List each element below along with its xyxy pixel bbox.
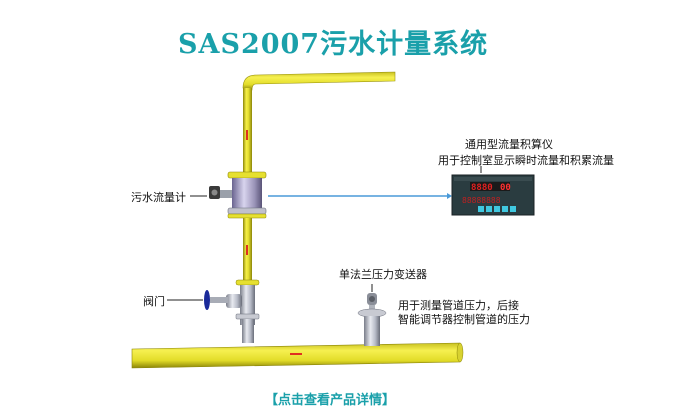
page-title: SAS2007污水计量系统 [178,29,489,60]
product-details-link[interactable]: 【点击查看产品详情】 [265,393,396,408]
totalizer-desc-label: 用于控制室显示瞬时流量和积累流量 [438,154,614,167]
pressure-desc-line2: 智能调节器控制管道的压力 [398,313,530,326]
middle-pipe [235,218,260,286]
pressure-transmitter-device [357,284,387,346]
pressure-desc-line1: 用于测量管道压力，后接 [398,299,519,312]
top-pipe [242,71,396,173]
valve-label: 阀门 [143,295,165,308]
totalizer-display-device: 8880 00 88888888 [451,174,535,216]
pressure-transmitter-label: 单法兰压力变送器 [339,268,427,281]
svg-text:8880: 8880 [471,183,493,193]
signal-line [268,193,452,199]
svg-text:88888888: 88888888 [462,196,501,205]
totalizer-name-label: 通用型流量积算仪 [465,138,553,151]
bottom-pipe [131,342,464,369]
flowmeter-label: 污水流量计 [131,191,186,204]
svg-text:00: 00 [500,183,511,193]
flowmeter-device [209,171,267,219]
valve-assembly [204,285,260,343]
